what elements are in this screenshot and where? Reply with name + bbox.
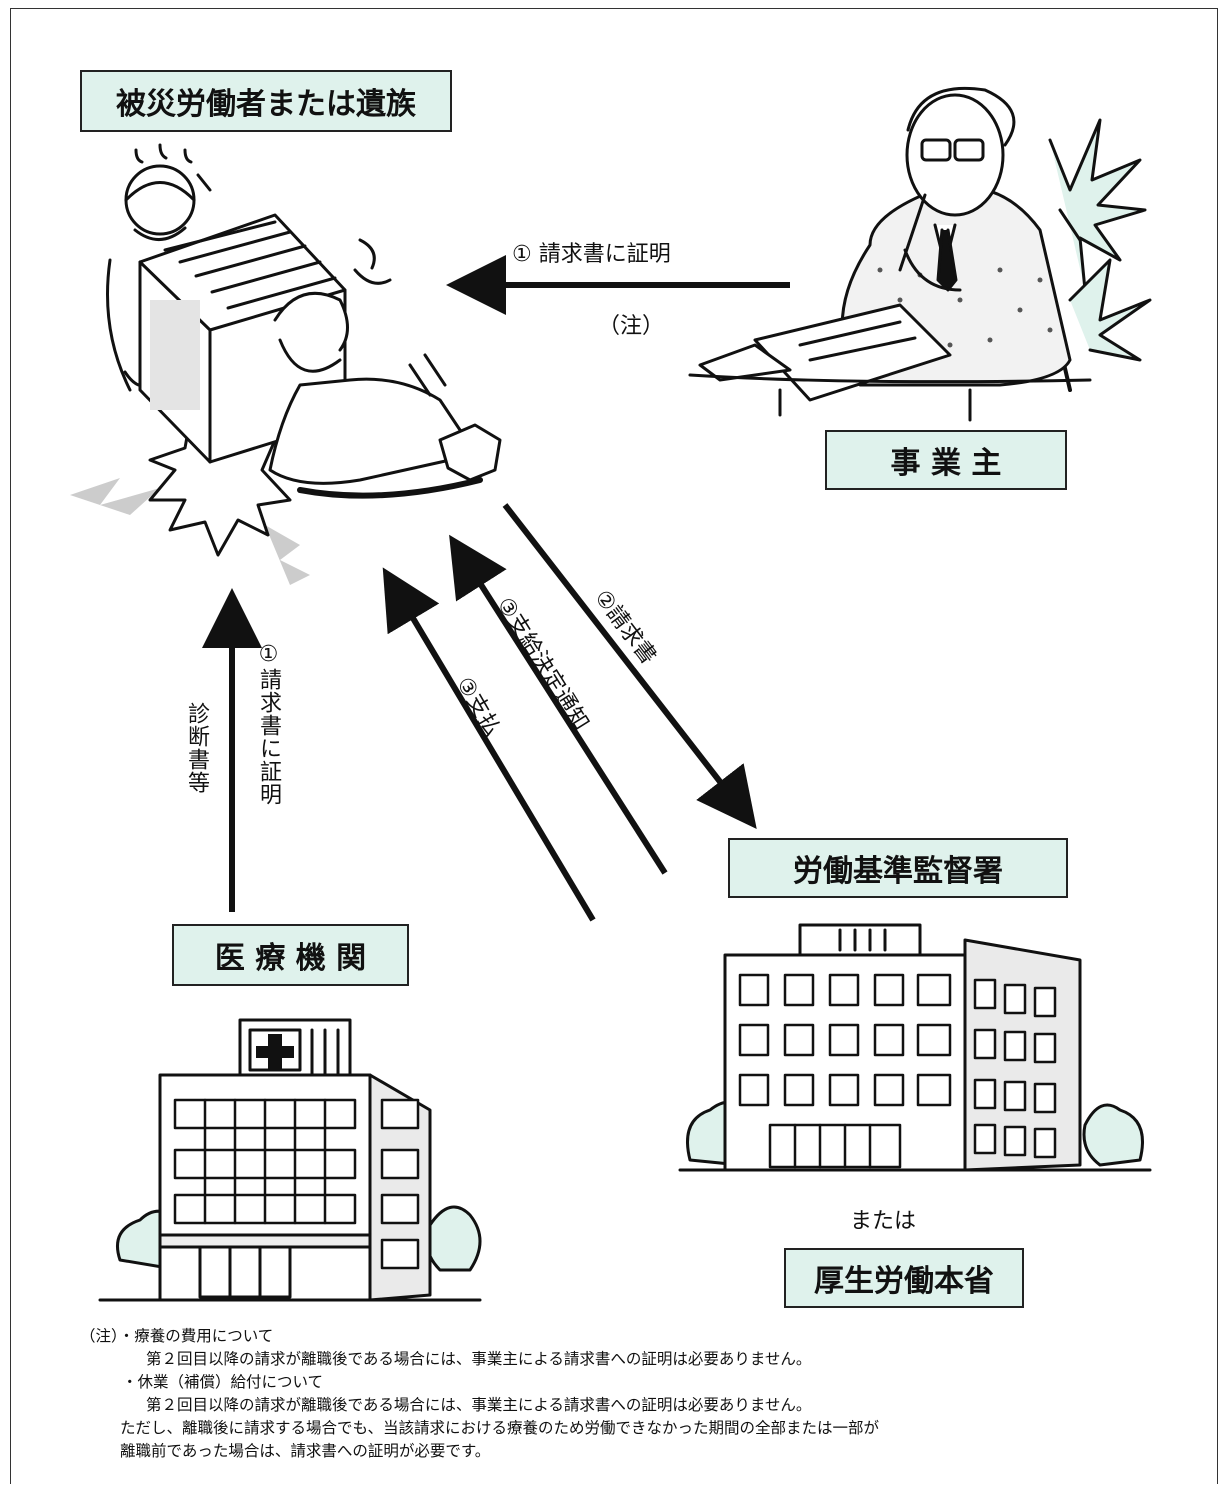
labor-office-box: 労働基準監督署	[728, 838, 1068, 898]
label-hospital-certification: ①請求書に証明	[256, 642, 281, 806]
hospital-box: 医 療 機 関	[172, 924, 409, 986]
note-line-1: 第２回目以降の請求が離職後である場合には、事業主による請求書への証明は必要ありま…	[146, 1350, 812, 1368]
accident-illustration	[70, 143, 502, 585]
worker-box: 被災労働者または遺族	[80, 70, 452, 132]
employer-box: 事 業 主	[825, 430, 1067, 490]
arrow-office-decision-to-worker	[449, 534, 668, 875]
arrow-office-payment-to-worker	[382, 567, 596, 922]
arrow-worker-to-office	[502, 503, 757, 829]
labor-office-illustration	[678, 923, 1152, 1172]
label-or: または	[850, 1209, 917, 1234]
note-line-4: ただし、離職後に請求する場合でも、当該請求における療養のため労働できなかった期間…	[120, 1419, 880, 1437]
ministry-box: 厚生労働本省	[784, 1248, 1024, 1308]
label-employer-certification: ① 請求書に証明	[512, 242, 671, 267]
employer-illustration	[688, 86, 1152, 422]
note-line-2: ・休業（補償）給付について	[122, 1373, 324, 1391]
footnotes: （注）・療養の費用について 第２回目以降の請求が離職後である場合には、事業主によ…	[80, 1325, 1200, 1463]
page-frame	[10, 8, 1218, 1484]
hospital-illustration	[98, 1018, 482, 1302]
note-head: （注）・療養の費用について	[80, 1327, 274, 1345]
label-hospital-documents: 診断書等	[184, 702, 209, 794]
note-line-5: 離職前であった場合は、請求書への証明が必要です。	[120, 1442, 491, 1460]
note-line-3: 第２回目以降の請求が離職後である場合には、事業主による請求書への証明は必要ありま…	[146, 1396, 812, 1414]
label-employer-note: （注）	[598, 314, 665, 339]
